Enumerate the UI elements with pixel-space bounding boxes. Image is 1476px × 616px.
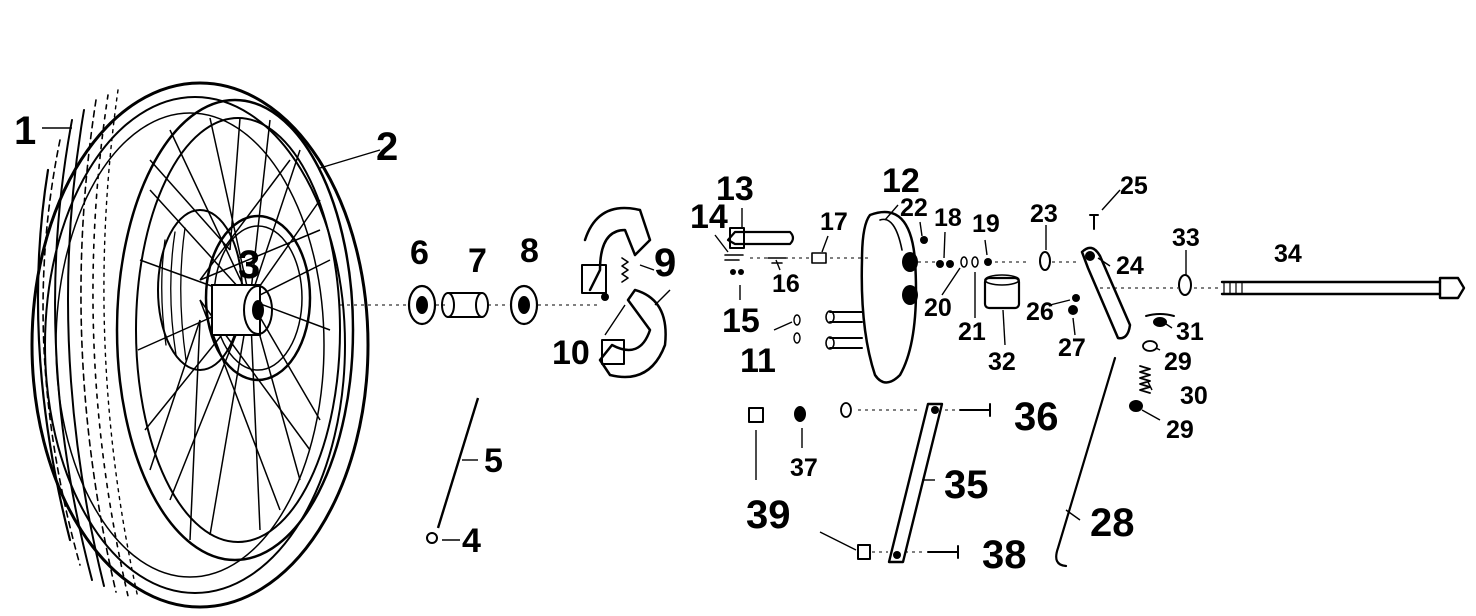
callout-39: 39: [746, 493, 791, 537]
brake-shoe-upper: [581, 206, 652, 301]
callout-labels: 1 2 3 4 5 6 7 8 9 10 11 12 13 14 15 16 1…: [14, 109, 1302, 577]
callout-38: 38: [982, 533, 1027, 577]
callout-27: 27: [1058, 334, 1086, 362]
callout-6: 6: [410, 234, 429, 272]
callout-30: 30: [1180, 382, 1208, 410]
rod-washer-lower: [1129, 400, 1143, 412]
callout-28: 28: [1090, 501, 1135, 545]
callout-32: 32: [988, 348, 1016, 376]
cam-washer: [1039, 251, 1051, 271]
callout-15: 15: [722, 302, 760, 340]
arm-bolt-upper: [959, 403, 991, 417]
callout-9: 9: [654, 241, 676, 285]
callout-2: 2: [376, 125, 398, 169]
callout-13: 13: [716, 170, 754, 208]
brake-spring: [621, 257, 629, 283]
wheel-bearing-right: [509, 284, 539, 326]
callout-23: 23: [1030, 200, 1058, 228]
callout-35: 35: [944, 463, 989, 507]
nut-a: [748, 407, 764, 423]
callout-34: 34: [1274, 240, 1302, 268]
small-washers: [920, 236, 992, 268]
callout-16: 16: [772, 270, 800, 298]
bushing: [983, 274, 1021, 310]
callout-29b: 29: [1166, 416, 1194, 444]
rim: [115, 98, 355, 562]
callout-14: 14: [690, 198, 728, 236]
wheel-hub: [157, 209, 312, 382]
spoke-nipple: [426, 532, 438, 544]
leader-lines: [42, 127, 1187, 551]
callout-26: 26: [1026, 298, 1054, 326]
o-ring-b: [793, 332, 801, 344]
brake-shoe-lower: [598, 288, 667, 379]
brake-rod: [1055, 356, 1117, 568]
callout-11: 11: [740, 342, 776, 380]
nut-b: [794, 406, 806, 422]
callout-29a: 29: [1164, 348, 1192, 376]
callout-4: 4: [462, 522, 481, 560]
lever-nut: [1072, 294, 1080, 302]
callout-37: 37: [790, 454, 818, 482]
callout-3: 3: [238, 243, 260, 287]
callout-17: 17: [820, 208, 848, 236]
callout-12: 12: [882, 162, 920, 200]
small-pins: [724, 252, 827, 275]
spoke-part: [436, 397, 480, 529]
callout-36: 36: [1014, 395, 1059, 439]
rod-spring: [1139, 365, 1151, 394]
callout-5: 5: [484, 442, 503, 480]
tire: [30, 81, 370, 609]
callout-8: 8: [520, 232, 539, 270]
callout-20: 20: [924, 294, 952, 322]
callout-33: 33: [1172, 224, 1200, 252]
callout-10: 10: [552, 334, 590, 372]
callout-1: 1: [14, 109, 36, 153]
callout-24: 24: [1116, 252, 1144, 280]
torque-arm: [887, 402, 944, 564]
wing-nut: [1145, 313, 1175, 327]
callout-21: 21: [958, 318, 986, 346]
callout-22: 22: [900, 194, 928, 222]
lever-bolt: [1089, 214, 1099, 230]
callout-25: 25: [1120, 172, 1148, 200]
callout-18: 18: [934, 204, 962, 232]
callout-31: 31: [1176, 318, 1204, 346]
callout-19: 19: [972, 210, 1000, 238]
hub-spacer: [441, 292, 489, 318]
rod-washer-upper: [1142, 340, 1158, 352]
arm-bolt-lower: [927, 545, 959, 559]
o-ring-a: [793, 314, 801, 326]
axle-washer: [1178, 274, 1192, 296]
lever-washer: [1068, 305, 1078, 315]
callout-7: 7: [468, 242, 487, 280]
brake-cam: [726, 227, 795, 249]
brake-lever: [1080, 246, 1132, 340]
brake-backing-plate: [825, 210, 918, 384]
axle: [1220, 276, 1466, 300]
nut-d: [857, 544, 871, 560]
nut-c: [840, 402, 852, 418]
wheel-bearing-left: [407, 284, 437, 326]
